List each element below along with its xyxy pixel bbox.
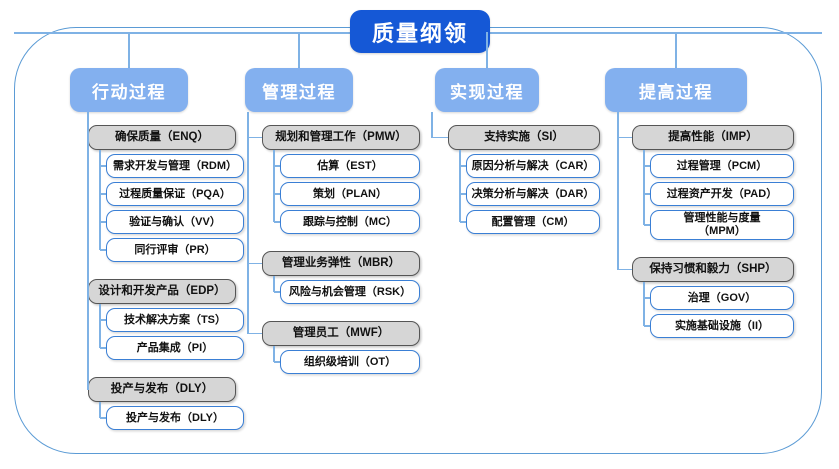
leaf-node: 风险与机会管理（RSK） — [280, 280, 420, 304]
col1-g2-i1-stub — [100, 319, 106, 321]
leaf-node: 实施基础设施（II） — [650, 314, 794, 338]
col2-g2-i1-stub — [274, 291, 280, 293]
leaf-node: 投产与发布（DLY） — [106, 406, 244, 430]
col1-g3-trunk — [99, 402, 101, 418]
col2-g1-i1-stub — [274, 165, 280, 167]
col2-g2-stub — [248, 262, 262, 265]
col3-trunk — [431, 112, 433, 138]
col4-g1-stub — [618, 136, 632, 139]
group-node: 规划和管理工作（PMW） — [262, 125, 420, 150]
leaf-node: 策划（PLAN） — [280, 182, 420, 206]
col1-g2-trunk — [99, 304, 101, 348]
col4-trunk — [617, 112, 619, 270]
col1-g1-i3-stub — [100, 221, 106, 223]
col4-g1-trunk — [643, 150, 645, 225]
col1-spine-drop — [128, 32, 130, 68]
group-node: 设计和开发产品（EDP） — [88, 279, 236, 304]
group-node: 保持习惯和毅力（SHP） — [632, 257, 794, 282]
group-node: 管理员工（MWF） — [262, 321, 420, 346]
leaf-node: 配置管理（CM） — [466, 210, 600, 234]
category-header-4: 提高过程 — [605, 68, 747, 112]
leaf-node: 验证与确认（VV） — [106, 210, 244, 234]
col2-g1-stub — [248, 136, 262, 139]
col1-g1-i2-stub — [100, 193, 106, 195]
col2-g1-trunk — [273, 150, 275, 222]
leaf-node: 需求开发与管理（RDM） — [106, 154, 244, 178]
leaf-node: 同行评审（PR） — [106, 238, 244, 262]
leaf-node: 跟踪与控制（MC） — [280, 210, 420, 234]
leaf-node: 管理性能与度量（MPM） — [650, 210, 794, 240]
col1-g2-i2-stub — [100, 347, 106, 349]
col3-g1-i1-stub — [460, 165, 466, 167]
leaf-node: 估算（EST） — [280, 154, 420, 178]
group-node: 管理业务弹性（MBR） — [262, 251, 420, 276]
col1-g1-trunk — [99, 150, 101, 250]
col2-g2-trunk — [273, 276, 275, 292]
col2-g1-i2-stub — [274, 193, 280, 195]
col2-g3-trunk — [273, 346, 275, 362]
col2-g3-i1-stub — [274, 361, 280, 363]
group-node: 确保质量（ENQ） — [88, 125, 236, 150]
col3-g1-stub — [432, 136, 448, 139]
col4-g2-i2-stub — [644, 325, 650, 327]
leaf-node: 技术解决方案（TS） — [106, 308, 244, 332]
leaf-node: 过程资产开发（PAD） — [650, 182, 794, 206]
category-header-3: 实现过程 — [435, 68, 539, 112]
col2-trunk — [247, 112, 249, 334]
col2-g3-stub — [248, 332, 262, 335]
col3-spine-drop — [486, 32, 488, 68]
col1-g3-i1-stub — [100, 417, 106, 419]
category-header-1: 行动过程 — [70, 68, 188, 112]
leaf-node: 决策分析与解决（DAR） — [466, 182, 600, 206]
group-node: 提高性能（IMP） — [632, 125, 794, 150]
leaf-node: 过程管理（PCM） — [650, 154, 794, 178]
col4-g1-i1-stub — [644, 165, 650, 167]
category-header-2: 管理过程 — [245, 68, 353, 112]
leaf-node: 过程质量保证（PQA） — [106, 182, 244, 206]
col4-g2-stub — [618, 268, 632, 271]
col2-spine-drop — [298, 32, 300, 68]
leaf-node: 原因分析与解决（CAR） — [466, 154, 600, 178]
col1-g1-i1-stub — [100, 165, 106, 167]
col4-g1-i3-stub — [644, 224, 650, 226]
group-node: 支持实施（SI） — [448, 125, 600, 150]
col4-g1-i2-stub — [644, 193, 650, 195]
col3-g1-i3-stub — [460, 221, 466, 223]
col3-g1-trunk — [459, 150, 461, 222]
col1-g1-i4-stub — [100, 249, 106, 251]
diagram-title: 质量纲领 — [350, 10, 490, 53]
group-node: 投产与发布（DLY） — [88, 377, 236, 402]
col4-g2-trunk — [643, 282, 645, 326]
leaf-node: 组织级培训（OT） — [280, 350, 420, 374]
leaf-node: 产品集成（PI） — [106, 336, 244, 360]
title-spine-left — [14, 32, 354, 34]
col4-g2-i1-stub — [644, 297, 650, 299]
col1-trunk — [87, 112, 89, 390]
col2-g1-i3-stub — [274, 221, 280, 223]
col3-g1-i2-stub — [460, 193, 466, 195]
title-spine-right — [486, 32, 822, 34]
col4-spine-drop — [675, 32, 677, 68]
leaf-node: 治理（GOV） — [650, 286, 794, 310]
